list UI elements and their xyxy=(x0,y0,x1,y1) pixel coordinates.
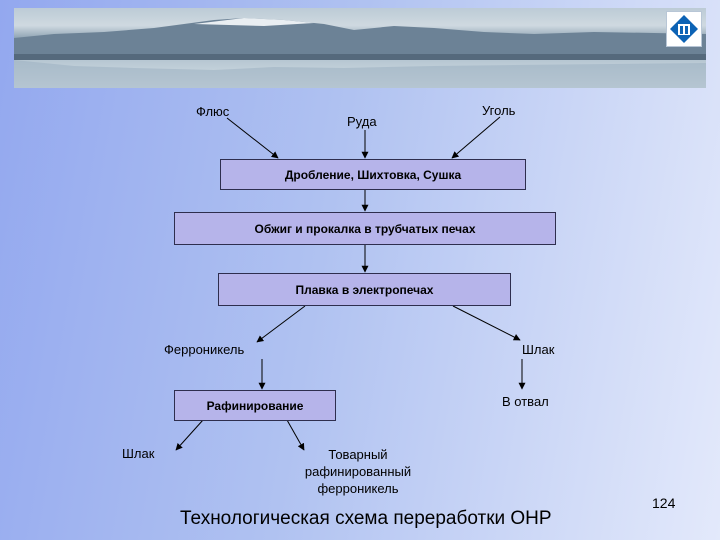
slide-title: Технологическая схема переработки ОНР xyxy=(180,508,552,529)
output-dump-label: В отвал xyxy=(502,394,549,409)
step-refining-label: Рафинирование xyxy=(206,398,304,413)
header-landscape-banner xyxy=(14,8,706,88)
step-smelting-box: Плавка в электропечах xyxy=(218,273,511,306)
arrow-coal-to-crushing xyxy=(451,116,501,159)
step-smelting-label: Плавка в электропечах xyxy=(295,282,434,297)
page-number: 124 xyxy=(652,495,676,511)
step-refining-box: Рафинирование xyxy=(174,390,336,421)
step-crushing-box: Дробление, Шихтовка, Сушка xyxy=(220,159,526,190)
mountain-lake-image xyxy=(14,18,706,88)
step-roasting-box: Обжиг и прокалка в трубчатых печах xyxy=(174,212,556,245)
output-slag-label: Шлак xyxy=(522,342,555,357)
step-crushing-label: Дробление, Шихтовка, Сушка xyxy=(284,167,462,182)
arrow-smelting-to-ferronickel xyxy=(256,305,306,343)
input-ore-label: Руда xyxy=(347,114,377,129)
arrow-flux-to-crushing xyxy=(226,117,279,159)
output-refining-slag-label: Шлак xyxy=(122,446,155,461)
logo-icon xyxy=(666,11,702,47)
output-ferronickel-label: Ферроникель xyxy=(164,342,245,357)
arrow-refining-to-commercial xyxy=(286,419,305,451)
input-coal-label: Уголь xyxy=(482,103,516,118)
output-commercial-ferronickel-label: Товарный рафинированный ферроникель xyxy=(304,447,412,496)
step-roasting-label: Обжиг и прокалка в трубчатых печах xyxy=(254,221,476,236)
input-flux-label: Флюс xyxy=(196,104,230,119)
arrow-smelting-to-slag xyxy=(452,305,521,341)
arrow-refining-to-slag xyxy=(175,419,204,451)
